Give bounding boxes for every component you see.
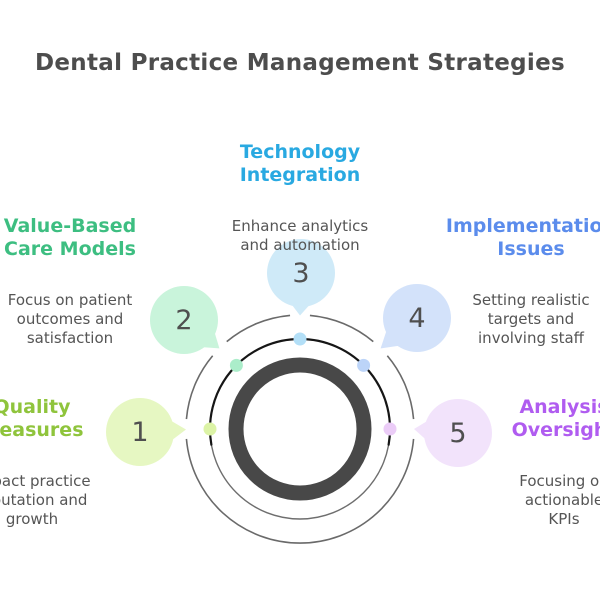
item-1-description: Impact practice reputation and growth	[0, 472, 91, 528]
outer-ring-arc-left	[185, 355, 214, 420]
bubble-3-circle	[267, 239, 335, 307]
item-2-heading: Value-Based Care Models	[3, 215, 137, 260]
bubble-3: 3	[267, 239, 335, 316]
outer-ring-arc-right	[386, 355, 415, 420]
item-4-label: Implementation Issues Setting realistic …	[446, 196, 600, 367]
outer-ring-arc-top-left	[226, 314, 291, 343]
bubble-1: 1	[106, 398, 186, 466]
bubble-4-number: 4	[408, 303, 425, 334]
bubble-2: 2	[150, 286, 220, 354]
item-3-description: Enhance analytics and automation	[231, 217, 369, 254]
stage-dot-3	[293, 332, 307, 346]
stage-dot-4	[357, 358, 371, 372]
outer-ring-bottom-arc	[185, 438, 415, 544]
core-ring	[228, 357, 372, 501]
outer-ring	[185, 314, 415, 544]
bubble-4-circle	[383, 284, 451, 352]
item-5-description: Focusing on actionable KPIs	[519, 472, 600, 528]
item-2-label: Value-Based Care Models Focus on patient…	[4, 196, 136, 367]
item-5-heading: Analysis Oversight	[511, 396, 600, 441]
stage-dot-1	[203, 422, 217, 436]
item-1-heading: Quality Measures	[0, 396, 84, 441]
bubble-5-number: 5	[449, 418, 466, 449]
item-1-label: Quality Measures Impact practice reputat…	[0, 377, 91, 548]
bubble-2-circle	[150, 286, 218, 354]
bubble-3-number: 3	[292, 258, 309, 289]
outer-ring-arc-top-right	[309, 314, 374, 343]
item-3-label: Technology Integration Enhance analytics…	[232, 122, 368, 274]
item-4-heading: Implementation Issues	[445, 215, 600, 260]
item-5-label: Analysis Oversight Focusing on actionabl…	[512, 377, 600, 548]
item-3-heading: Technology Integration	[239, 141, 361, 186]
bubble-2-number: 2	[175, 305, 192, 336]
bubble-5-circle	[424, 399, 492, 467]
item-2-description: Focus on patient outcomes and satisfacti…	[7, 291, 133, 347]
stage-dot-2	[229, 358, 243, 372]
bubble-1-circle	[106, 398, 174, 466]
stage-dot-5	[383, 422, 397, 436]
page-title: Dental Practice Management Strategies	[34, 50, 566, 76]
bubble-1-number: 1	[131, 417, 148, 448]
bubble-5: 5	[414, 399, 492, 467]
bubble-4: 4	[380, 284, 451, 352]
item-4-description: Setting realistic targets and involving …	[472, 291, 590, 347]
